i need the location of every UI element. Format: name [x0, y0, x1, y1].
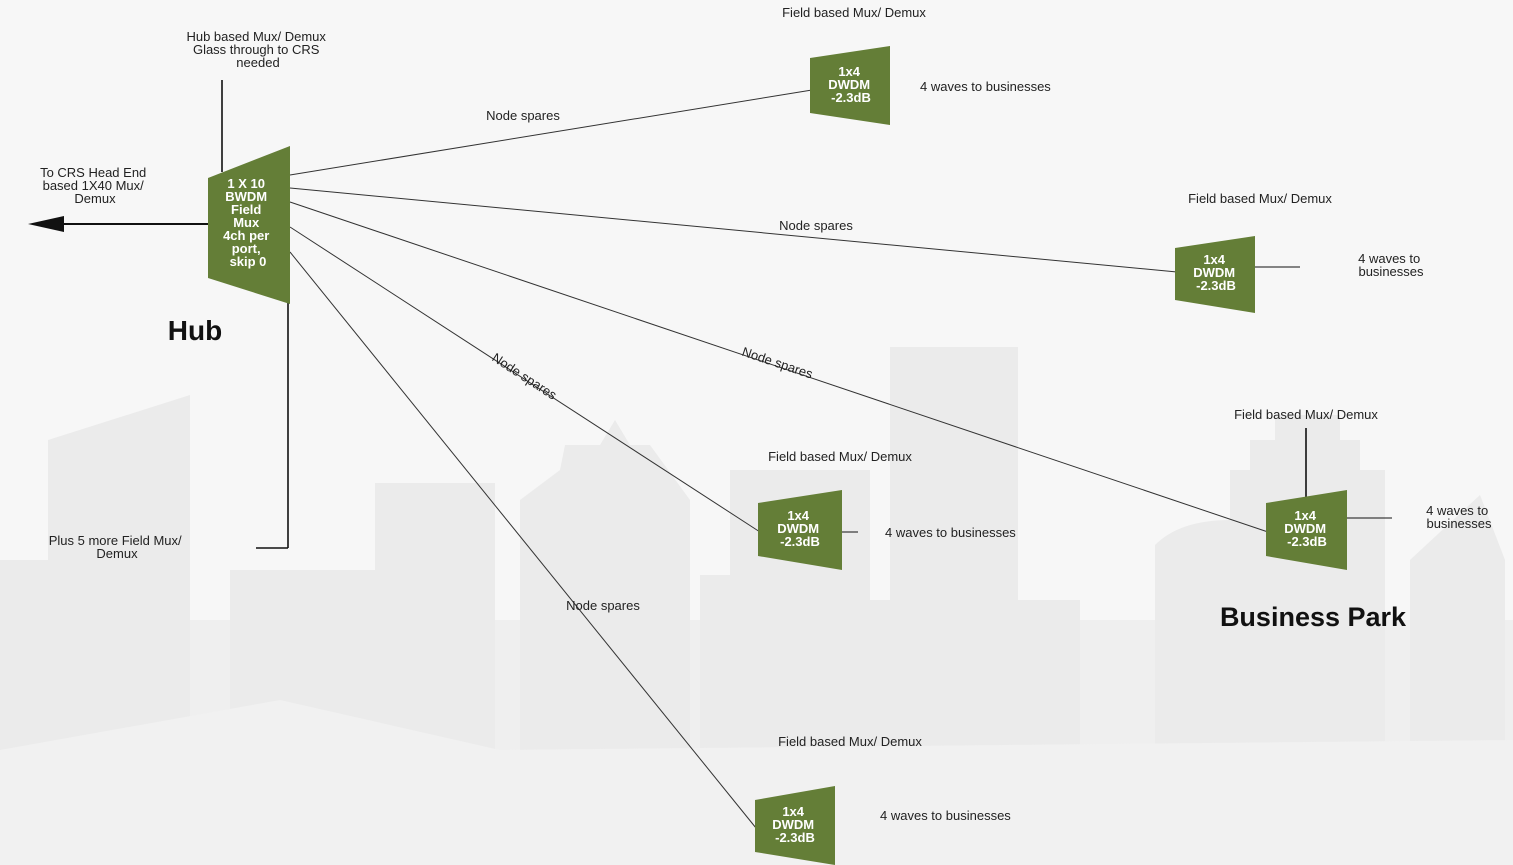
field-mux-5: Field based Mux/ Demux 1x4 DWDM -2.3dB 4…	[755, 734, 1011, 865]
field-mux-heading: Field based Mux/ Demux	[782, 5, 926, 20]
hub-mux-line: BWDM	[225, 189, 267, 204]
waves-label: 4 waves to businesses	[920, 79, 1051, 94]
waves-label: 4 waves to businesses	[1426, 503, 1492, 531]
node-spares-label: Node spares	[566, 598, 640, 613]
hub-mux-line: 1 X 10	[227, 176, 265, 191]
fiber-link	[289, 226, 761, 533]
field-mux-4: Field based Mux/ Demux 1x4 DWDM -2.3dB 4…	[1234, 407, 1492, 570]
hub-mux: 1 X 10 BWDM Field Mux 4ch per port, skip…	[208, 146, 290, 304]
svg-text:1x4 DWDM -2.3dB: 1x4 DWDM -2.3dB	[777, 508, 823, 549]
field-mux-heading: Field based Mux/ Demux	[768, 449, 912, 464]
svg-text:1x4 DWDM -2.3dB: 1x4 DWDM -2.3dB	[1193, 252, 1239, 293]
field-mux-1: Field based Mux/ Demux 1x4 DWDM -2.3dB 4…	[782, 5, 1051, 125]
field-mux-heading: Field based Mux/ Demux	[1234, 407, 1378, 422]
hub-mux-line: Field	[231, 202, 261, 217]
plus-more-label: Plus 5 more Field Mux/ Demux	[49, 533, 186, 561]
hub-title: Hub	[168, 315, 222, 346]
hub-connectors	[60, 80, 1392, 549]
crs-head-end-label: To CRS Head End based 1X40 Mux/ Demux	[40, 165, 150, 206]
waves-label: 4 waves to businesses	[880, 808, 1011, 823]
hub-mux-line: Mux	[233, 215, 260, 230]
svg-text:1x4 DWDM -2.3dB: 1x4 DWDM -2.3dB	[1284, 508, 1330, 549]
hub-note: Hub based Mux/ Demux Glass through to CR…	[186, 29, 329, 70]
business-park-title: Business Park	[1220, 602, 1407, 632]
arrowhead-icon	[28, 216, 64, 232]
svg-text:1x4 DWDM -2.3dB: 1x4 DWDM -2.3dB	[828, 64, 874, 105]
svg-text:1x4 DWDM -2.3dB: 1x4 DWDM -2.3dB	[772, 804, 818, 845]
fiber-link	[289, 201, 1269, 533]
node-spares-label: Node spares	[489, 350, 559, 403]
node-spares-label: Node spares	[486, 108, 560, 123]
svg-text:1 X 10 BWDM Field: 1 X 10 BWDM Field Mux 4ch per port, skip…	[223, 176, 273, 269]
node-spares-label: Node spares	[740, 344, 815, 382]
field-mux-3: Field based Mux/ Demux 1x4 DWDM -2.3dB 4…	[758, 449, 1016, 570]
waves-label: 4 waves to businesses	[1358, 251, 1424, 279]
skyline-background	[0, 347, 1513, 865]
field-mux-heading: Field based Mux/ Demux	[778, 734, 922, 749]
hub-mux-line: 4ch per	[223, 228, 269, 243]
hub-mux-line: skip 0	[230, 254, 267, 269]
fiber-link	[289, 89, 813, 176]
waves-label: 4 waves to businesses	[885, 525, 1016, 540]
node-spares-label: Node spares	[779, 218, 853, 233]
fiber-links	[289, 89, 1269, 829]
field-mux-2: Field based Mux/ Demux 1x4 DWDM -2.3dB 4…	[1175, 191, 1424, 313]
fiber-link	[289, 187, 1178, 273]
fiber-link	[289, 251, 757, 829]
hub-mux-line: port,	[232, 241, 261, 256]
field-mux-heading: Field based Mux/ Demux	[1188, 191, 1332, 206]
